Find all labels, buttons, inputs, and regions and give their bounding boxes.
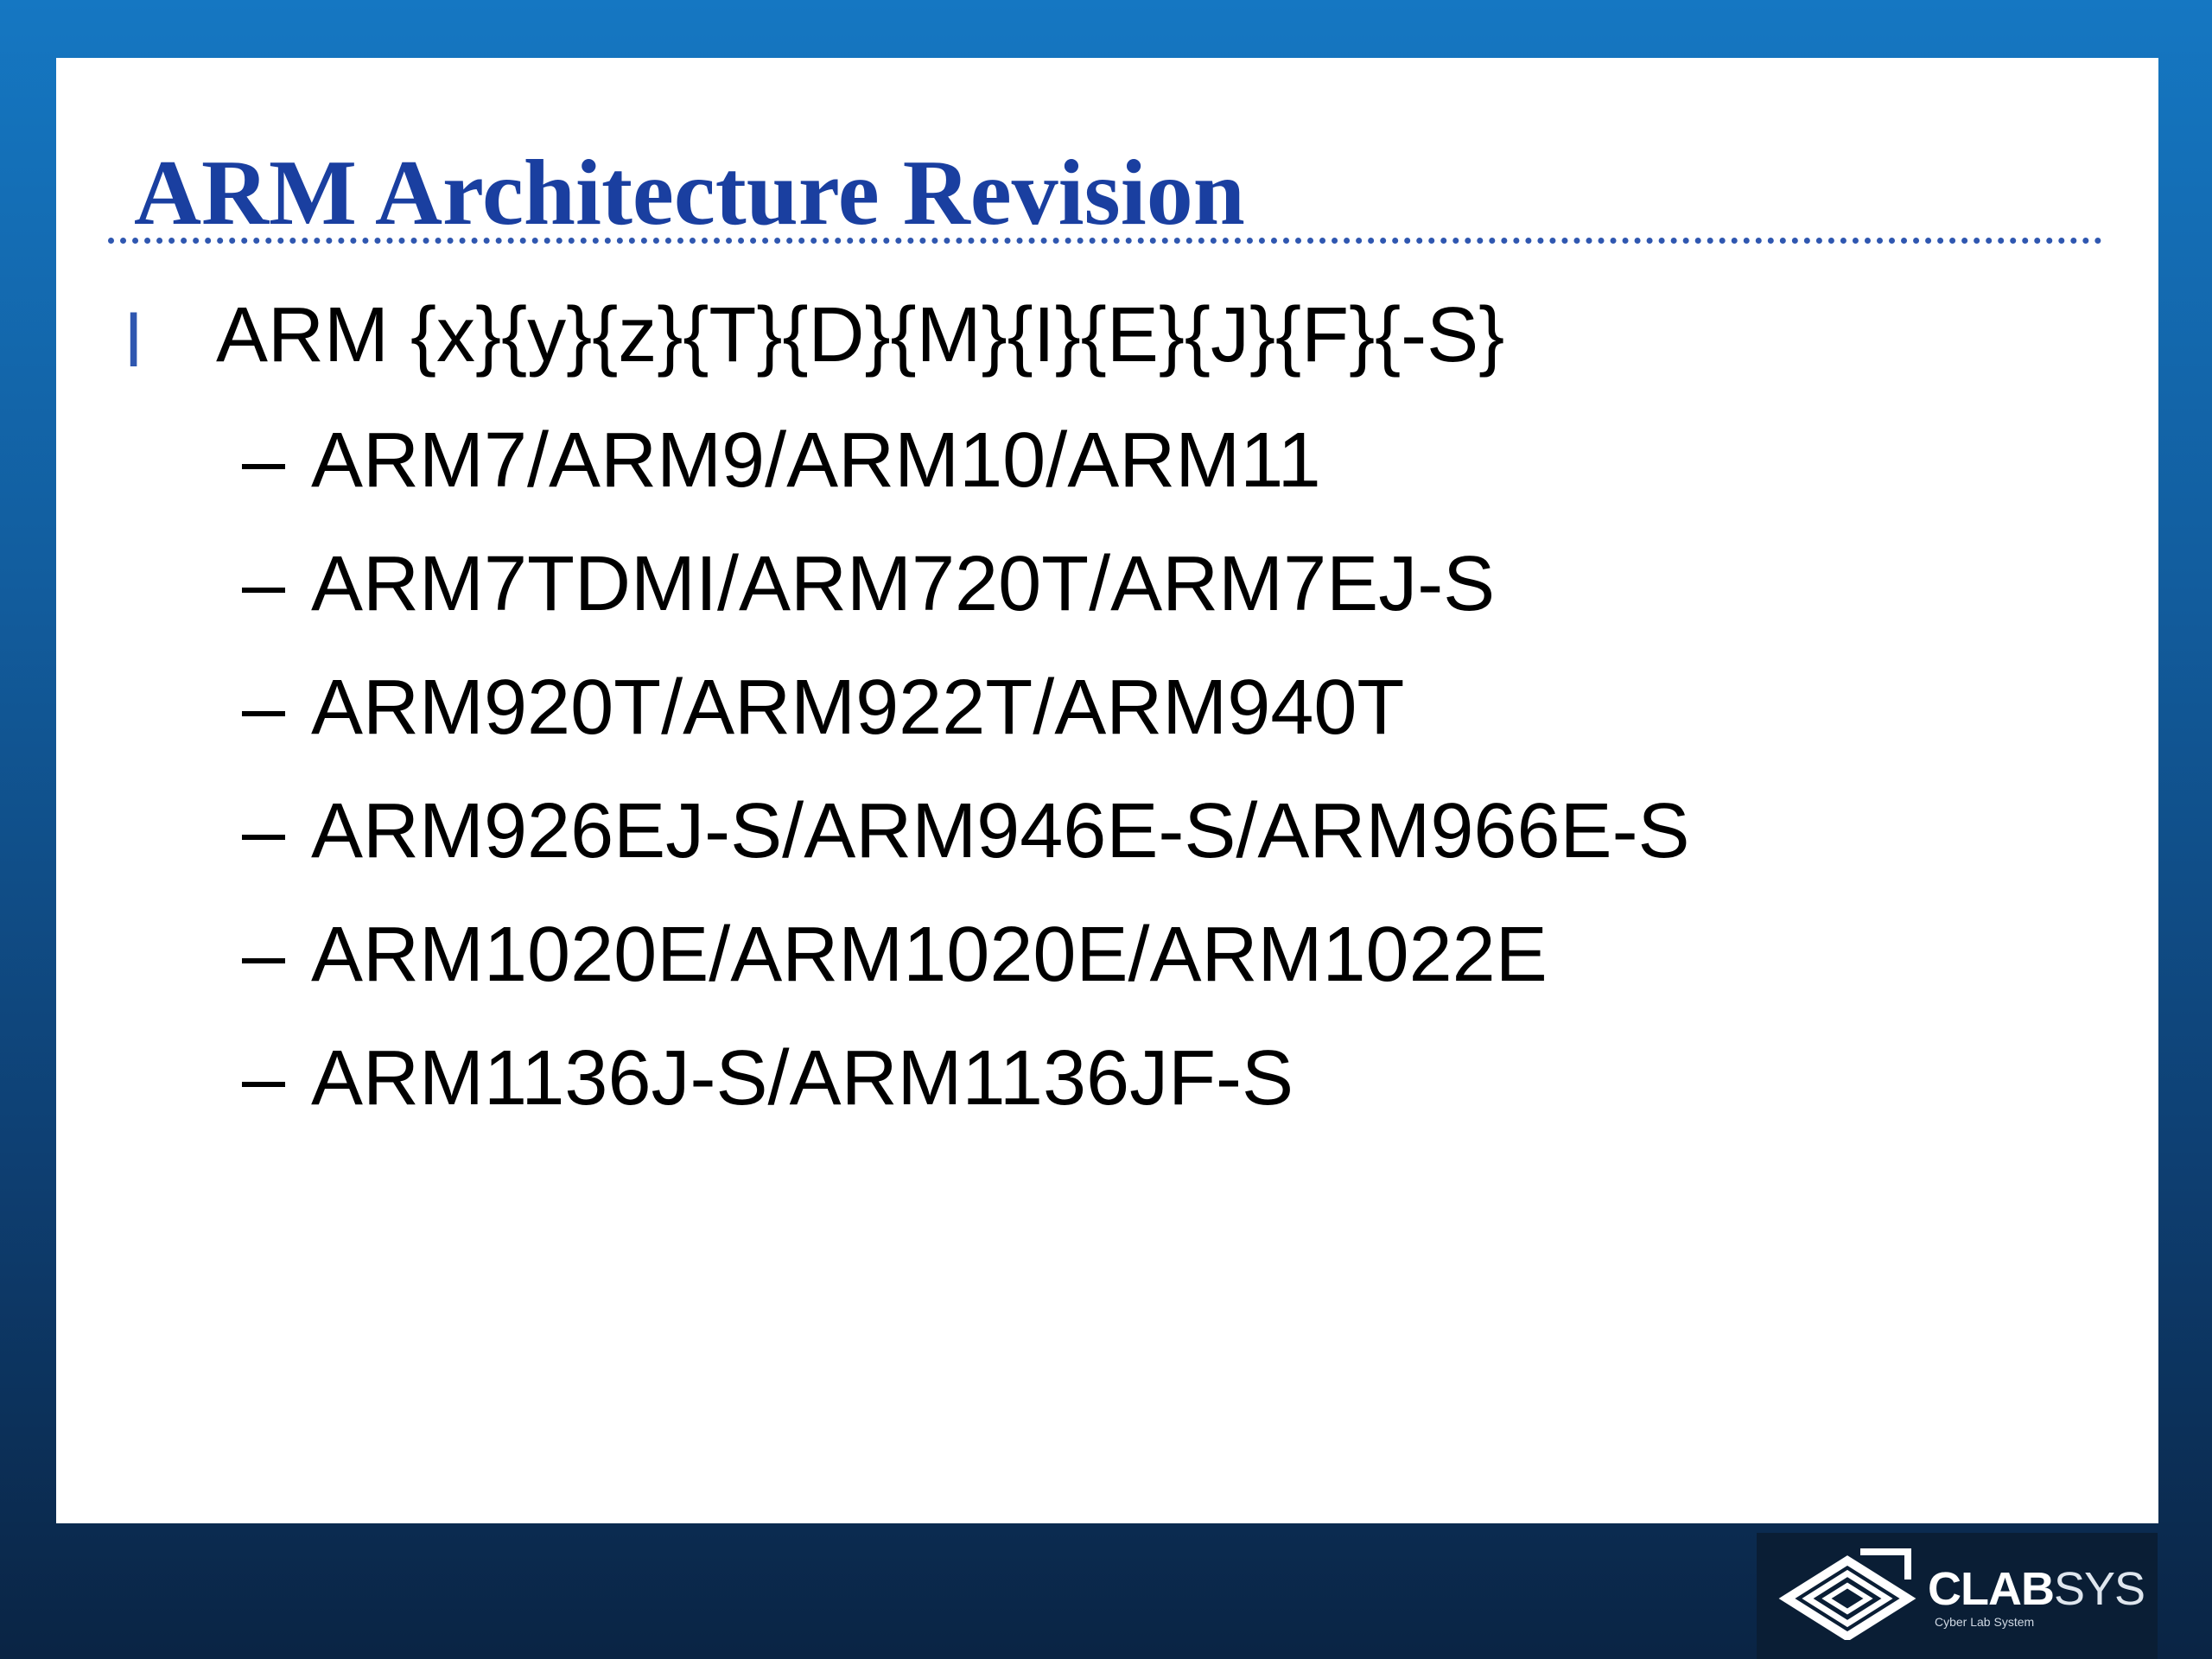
stacked-layers-logo-icon [1778,1548,1916,1640]
bullet-marker-icon: l [125,300,143,383]
sub-bullet-item: –ARM7TDMI/ARM720T/ARM7EJ-S [242,545,1690,669]
sub-bullet-item: –ARM920T/ARM922T/ARM940T [242,669,1690,792]
clabsys-logo: CLABSYS Cyber Lab System [1757,1533,2158,1659]
sub-bullet-item: –ARM1020E/ARM1020E/ARM1022E [242,916,1690,1039]
dash-marker: – [242,541,286,627]
dash-marker: – [242,1035,286,1122]
slide-panel [56,58,2158,1523]
logo-wordmark: CLABSYS [1928,1566,2145,1612]
sub-bullet-item: –ARM1136J-S/ARM1136JF-S [242,1039,1690,1163]
main-bullet-text: ARM {x}{y}{z}{T}{D}{M}{I}{E}{J}{F}{-S} [216,292,1505,378]
logo-tagline: Cyber Lab System [1935,1615,2035,1629]
dash-marker: – [242,788,286,874]
sub-bullet-text: ARM1136J-S/ARM1136JF-S [311,1035,1294,1122]
sub-bullet-text: ARM7TDMI/ARM720T/ARM7EJ-S [311,541,1496,627]
sub-bullet-text: ARM7/ARM9/ARM10/ARM11 [311,417,1321,504]
sub-bullet-text: ARM920T/ARM922T/ARM940T [311,664,1405,751]
title-divider [108,238,2102,244]
sub-bullet-item: –ARM7/ARM9/ARM10/ARM11 [242,422,1690,545]
sub-bullet-list: –ARM7/ARM9/ARM10/ARM11 –ARM7TDMI/ARM720T… [242,422,1690,1163]
sub-bullet-text: ARM1020E/ARM1020E/ARM1022E [311,912,1548,998]
dash-marker: – [242,417,286,504]
logo-name-light: SYS [2053,1563,2145,1615]
sub-bullet-item: –ARM926EJ-S/ARM946E-S/ARM966E-S [242,792,1690,916]
dash-marker: – [242,912,286,998]
sub-bullet-text: ARM926EJ-S/ARM946E-S/ARM966E-S [311,788,1690,874]
logo-name-bold: CLAB [1928,1563,2055,1615]
dash-marker: – [242,664,286,751]
slide-title: ARM Architecture Revision [134,142,1245,245]
